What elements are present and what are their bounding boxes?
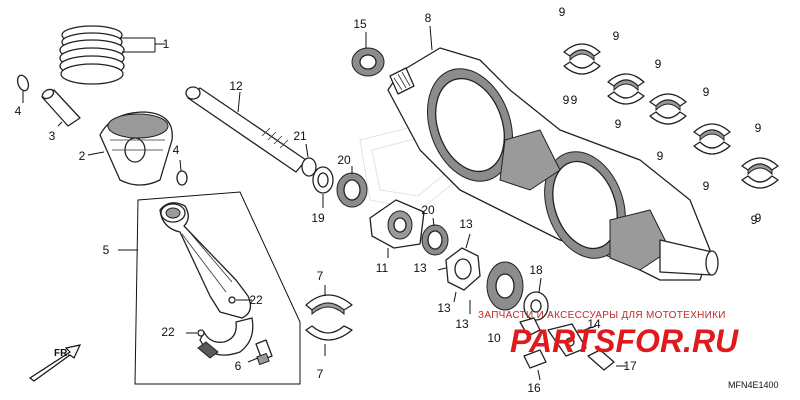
piston-pin-clip-right bbox=[176, 159, 188, 186]
piston-rings bbox=[59, 25, 165, 85]
callout-20: 20 bbox=[337, 153, 351, 167]
balancer-damper-assembly bbox=[437, 233, 524, 314]
callout-22: 22 bbox=[161, 325, 175, 339]
callout-20: 20 bbox=[421, 203, 435, 217]
callout-14: 14 bbox=[587, 317, 601, 331]
snap-ring bbox=[301, 143, 317, 177]
callout-1: 1 bbox=[163, 37, 170, 51]
callout-22: 22 bbox=[249, 293, 263, 307]
callout-5: 5 bbox=[103, 243, 110, 257]
callout-3: 3 bbox=[49, 129, 56, 143]
callout-13: 13 bbox=[413, 261, 427, 275]
piston-pin-clip-left bbox=[16, 74, 30, 103]
callout-12: 12 bbox=[229, 79, 243, 93]
callout-13: 13 bbox=[437, 301, 451, 315]
callout-13: 13 bbox=[459, 217, 473, 231]
callout-4: 4 bbox=[173, 143, 180, 157]
balancer-weight bbox=[369, 199, 425, 258]
callout-2: 2 bbox=[79, 149, 86, 163]
needle-bearing-upper bbox=[336, 166, 368, 208]
callout-9: 9 bbox=[755, 121, 762, 135]
callout-9: 9 bbox=[613, 29, 620, 43]
callout-10: 10 bbox=[487, 331, 501, 345]
watermark-tagline: ЗАПЧАСТИ И АКСЕССУАРЫ ДЛЯ МОТОТЕХНИКИ bbox=[478, 310, 726, 321]
callout-9: 9 bbox=[755, 211, 762, 225]
piston bbox=[87, 111, 173, 186]
thrust-washer bbox=[312, 166, 334, 208]
callout-9: 9 bbox=[703, 179, 710, 193]
callout-9: 9 bbox=[571, 93, 578, 107]
callout-9: 9 bbox=[751, 213, 758, 227]
callout-9: 9 bbox=[657, 149, 664, 163]
callout-18: 18 bbox=[529, 263, 543, 277]
crank-pin-bearings bbox=[305, 285, 353, 356]
callout-16: 16 bbox=[527, 381, 541, 395]
callout-6: 6 bbox=[235, 359, 242, 373]
callout-9: 9 bbox=[703, 85, 710, 99]
balancer-shaft bbox=[185, 86, 307, 173]
callout-9: 9 bbox=[559, 5, 566, 19]
callout-15: 15 bbox=[353, 17, 367, 31]
callout-19: 19 bbox=[311, 211, 325, 225]
callout-9: 9 bbox=[563, 93, 570, 107]
callout-4: 4 bbox=[15, 104, 22, 118]
callout-7: 7 bbox=[317, 367, 324, 381]
front-direction-arrow: FR. bbox=[28, 344, 82, 382]
callout-21: 21 bbox=[293, 129, 307, 143]
callout-11: 11 bbox=[376, 261, 389, 275]
watermark: ЗАПЧАСТИ И АКСЕССУАРЫ ДЛЯ МОТОТЕХНИКИ PA… bbox=[478, 310, 739, 359]
needle-bearing-lower bbox=[421, 217, 449, 256]
callout-9: 9 bbox=[615, 117, 622, 131]
crankshaft bbox=[387, 25, 719, 281]
starter-clutch-gear bbox=[351, 32, 385, 77]
piston-pin bbox=[41, 88, 81, 127]
callout-7: 7 bbox=[317, 269, 324, 283]
connecting-rod-group bbox=[118, 191, 301, 385]
front-direction-label: FR. bbox=[54, 348, 70, 359]
bracket-and-bolts bbox=[523, 323, 626, 381]
callout-8: 8 bbox=[425, 11, 432, 25]
callout-17: 17 bbox=[623, 359, 637, 373]
callout-13: 13 bbox=[455, 317, 469, 331]
diagram-code: MFN4E1400 bbox=[728, 380, 779, 390]
watermark-brand: PARTSFOR.RU bbox=[510, 323, 739, 359]
washer-and-nut bbox=[519, 277, 549, 337]
callout-9: 9 bbox=[655, 57, 662, 71]
main-bearings bbox=[563, 43, 779, 189]
